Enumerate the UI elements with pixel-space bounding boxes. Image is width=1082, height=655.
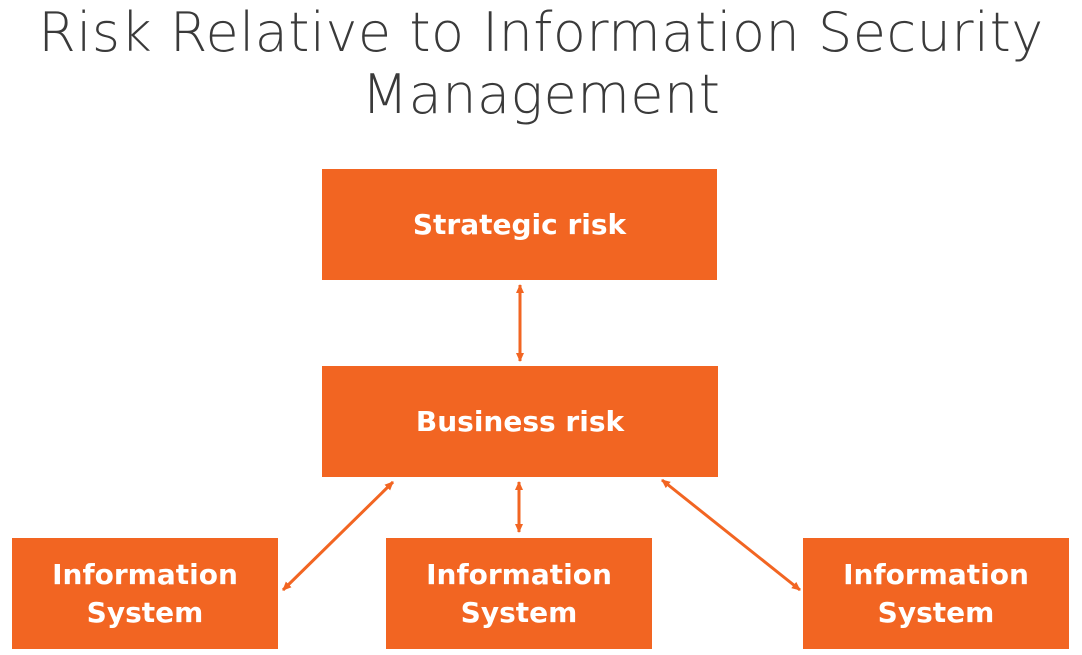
information-system-label-line-1: Information — [843, 557, 1029, 591]
strategic-risk-label: Strategic risk — [412, 207, 627, 241]
business-risk-box: Business risk — [322, 366, 718, 477]
information-system-label-line-1: Information — [52, 557, 238, 591]
page-title: Risk Relative to Information Security Ma… — [0, 2, 1082, 126]
information-system-label-line-1: Information — [426, 557, 612, 591]
information-system-label-line-2: System — [460, 595, 578, 629]
arrow-business-is-left — [281, 480, 395, 592]
information-system-box-1: Information System — [12, 538, 278, 649]
information-system-box-2: Information System — [386, 538, 652, 649]
page-title-line-1: Risk Relative to Information Security — [38, 1, 1044, 64]
arrow-business-is-right — [661, 478, 801, 592]
information-system-label-line-2: System — [877, 595, 995, 629]
business-risk-label: Business risk — [415, 404, 625, 438]
strategic-risk-box: Strategic risk — [322, 169, 717, 280]
information-system-box-3: Information System — [803, 538, 1069, 649]
page-title-line-2: Management — [361, 63, 721, 126]
information-system-label-line-2: System — [86, 595, 204, 629]
